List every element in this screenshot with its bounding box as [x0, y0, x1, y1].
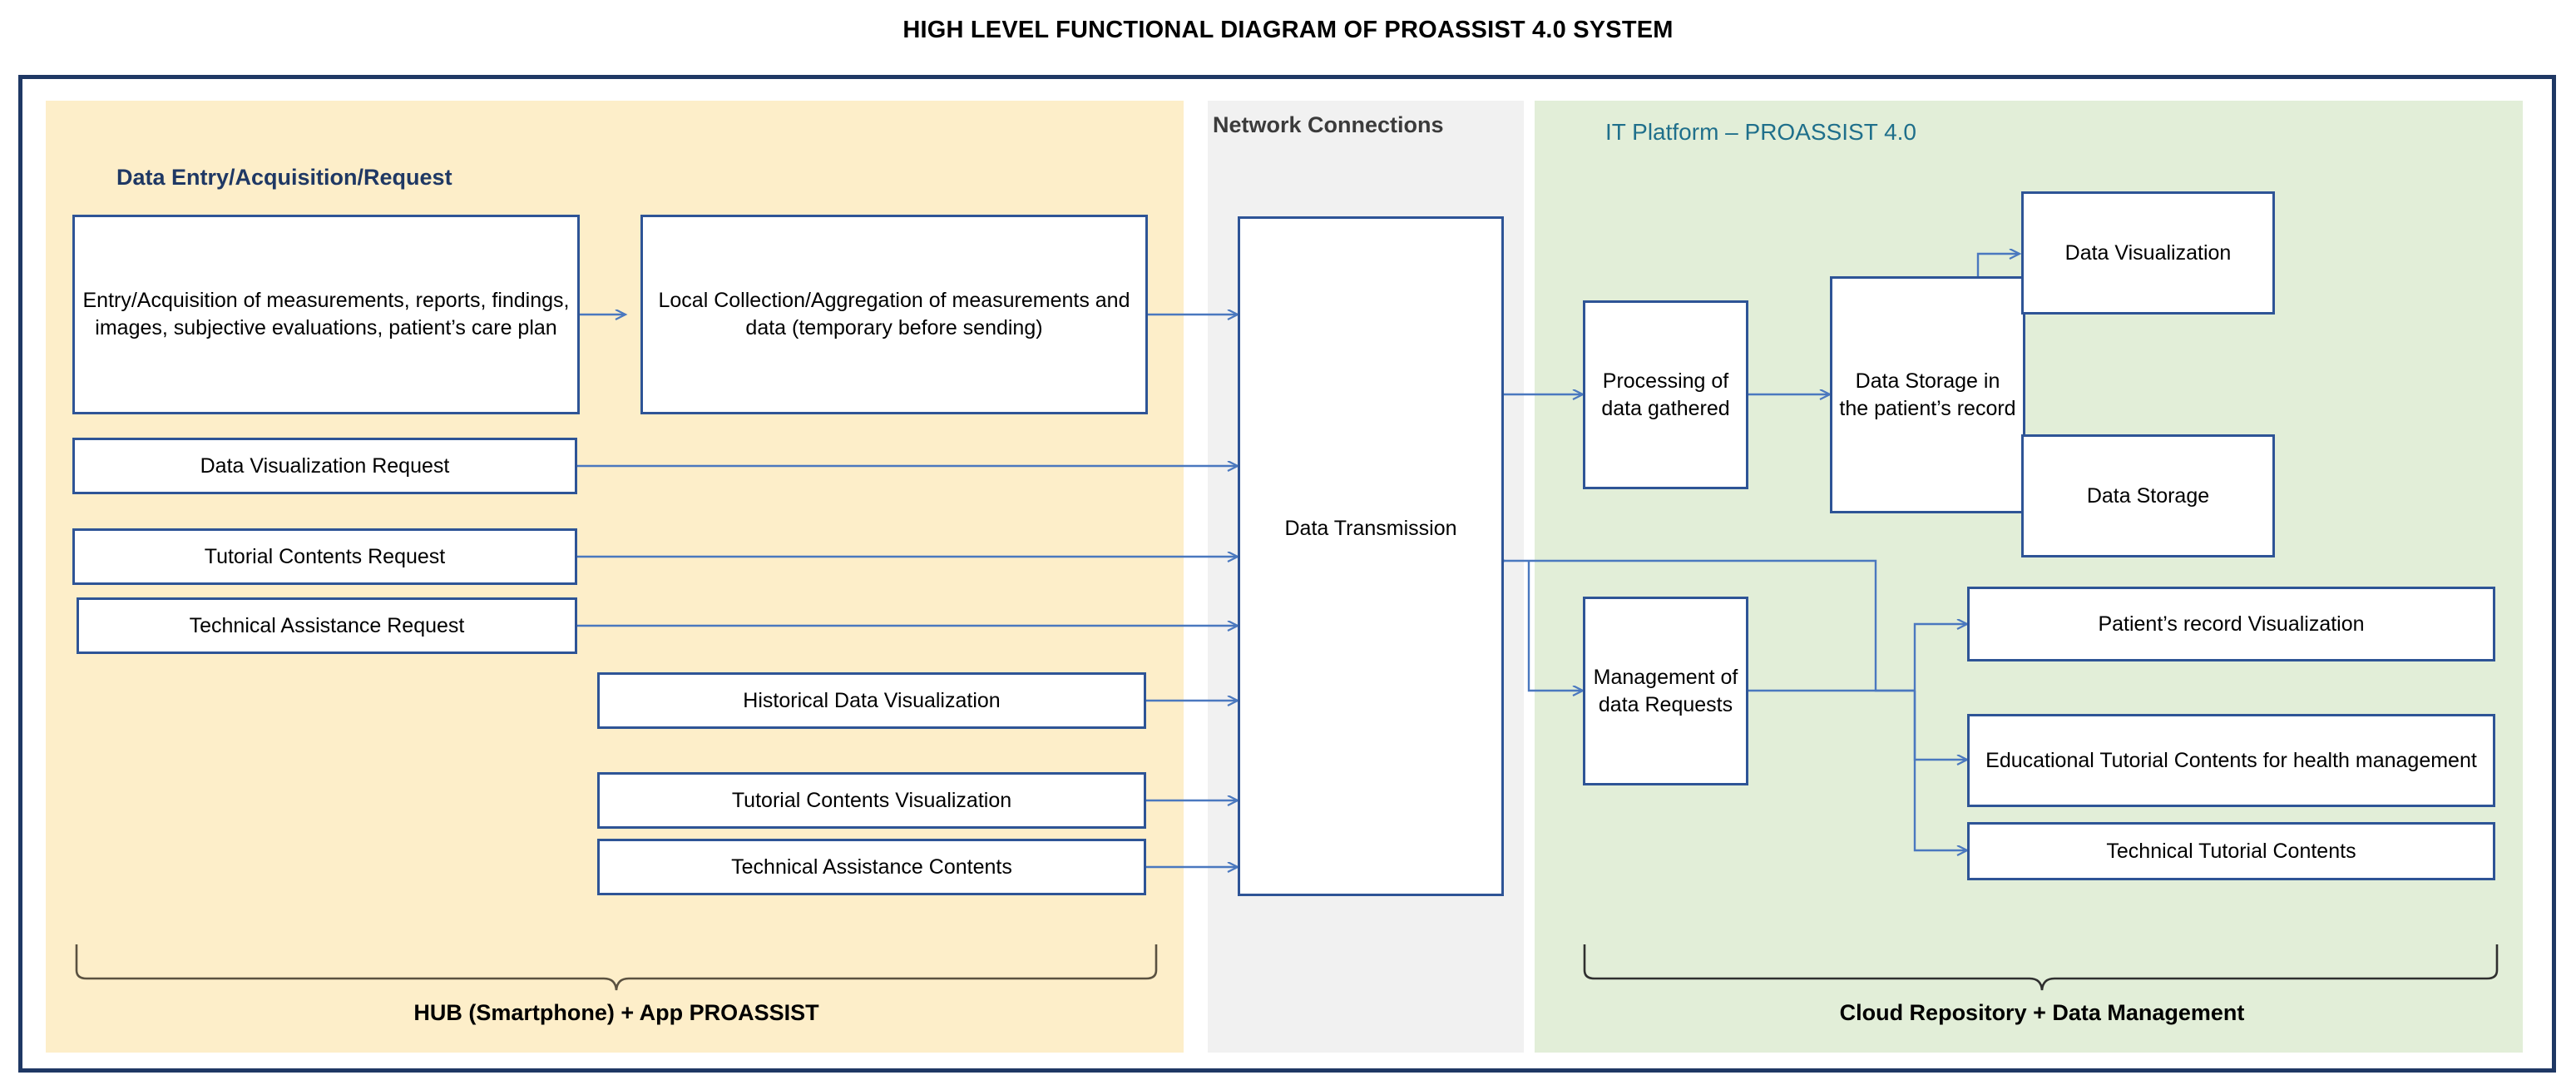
node-data-visualization-request-label: Data Visualization Request — [200, 453, 450, 478]
node-local-collection[interactable]: Local Collection/Aggregation of measurem… — [640, 215, 1148, 414]
page-title: HIGH LEVEL FUNCTIONAL DIAGRAM OF PROASSI… — [902, 17, 1674, 43]
node-data-storage-patient-record-label: Data Storage in the patient’s record — [1839, 369, 2016, 420]
panel-heading-network-connections: Network Connections — [1213, 112, 1444, 137]
node-technical-assistance-request-label: Technical Assistance Request — [189, 613, 465, 637]
node-tutorial-contents-visualization-label: Tutorial Contents Visualization — [731, 788, 1012, 812]
node-educational-tutorial-contents-label: Educational Tutorial Contents for health… — [1985, 748, 2477, 772]
brace-label-cloud: Cloud Repository + Data Management — [1839, 1000, 2245, 1025]
node-data-visualization-request[interactable]: Data Visualization Request — [72, 438, 577, 494]
node-technical-assistance-contents[interactable]: Technical Assistance Contents — [597, 839, 1146, 895]
node-technical-tutorial-contents-label: Technical Tutorial Contents — [2106, 839, 2356, 863]
node-local-collection-label: Local Collection/Aggregation of measurem… — [658, 289, 1130, 339]
node-patients-record-visualization-label: Patient’s record Visualization — [2098, 612, 2365, 636]
node-technical-assistance-request[interactable]: Technical Assistance Request — [77, 597, 577, 654]
node-historical-data-visualization[interactable]: Historical Data Visualization — [597, 672, 1146, 729]
node-educational-tutorial-contents[interactable]: Educational Tutorial Contents for health… — [1967, 714, 2495, 807]
node-processing-of-data-gathered[interactable]: Processing of data gathered — [1583, 300, 1748, 489]
node-entry-acquisition-label: Entry/Acquisition of measurements, repor… — [82, 289, 570, 339]
panel-heading-it-platform: IT Platform – PROASSIST 4.0 — [1605, 119, 1916, 145]
node-tutorial-contents-request[interactable]: Tutorial Contents Request — [72, 528, 577, 585]
node-data-visualization[interactable]: Data Visualization — [2021, 191, 2275, 315]
node-data-transmission-label: Data Transmission — [1284, 517, 1457, 540]
node-management-of-data-requests[interactable]: Management of data Requests — [1583, 597, 1748, 785]
panel-heading-data-entry: Data Entry/Acquisition/Request — [116, 165, 452, 190]
node-data-storage-patient-record[interactable]: Data Storage in the patient’s record — [1830, 276, 2025, 513]
node-entry-acquisition[interactable]: Entry/Acquisition of measurements, repor… — [72, 215, 580, 414]
node-tutorial-contents-visualization[interactable]: Tutorial Contents Visualization — [597, 772, 1146, 829]
node-data-visualization-label: Data Visualization — [2064, 240, 2232, 265]
brace-label-hub: HUB (Smartphone) + App PROASSIST — [413, 1000, 819, 1025]
node-processing-of-data-gathered-label: Processing of data gathered — [1601, 369, 1730, 420]
node-data-storage-label: Data Storage — [2086, 483, 2210, 508]
node-technical-assistance-contents-label: Technical Assistance Contents — [731, 855, 1012, 879]
node-data-transmission[interactable]: Data Transmission — [1238, 216, 1504, 896]
node-historical-data-visualization-label: Historical Data Visualization — [743, 688, 1001, 712]
node-technical-tutorial-contents[interactable]: Technical Tutorial Contents — [1967, 822, 2495, 880]
node-management-of-data-requests-label: Management of data Requests — [1593, 665, 1738, 716]
node-patients-record-visualization[interactable]: Patient’s record Visualization — [1967, 587, 2495, 661]
node-tutorial-contents-request-label: Tutorial Contents Request — [204, 544, 446, 568]
node-data-storage[interactable]: Data Storage — [2021, 434, 2275, 557]
